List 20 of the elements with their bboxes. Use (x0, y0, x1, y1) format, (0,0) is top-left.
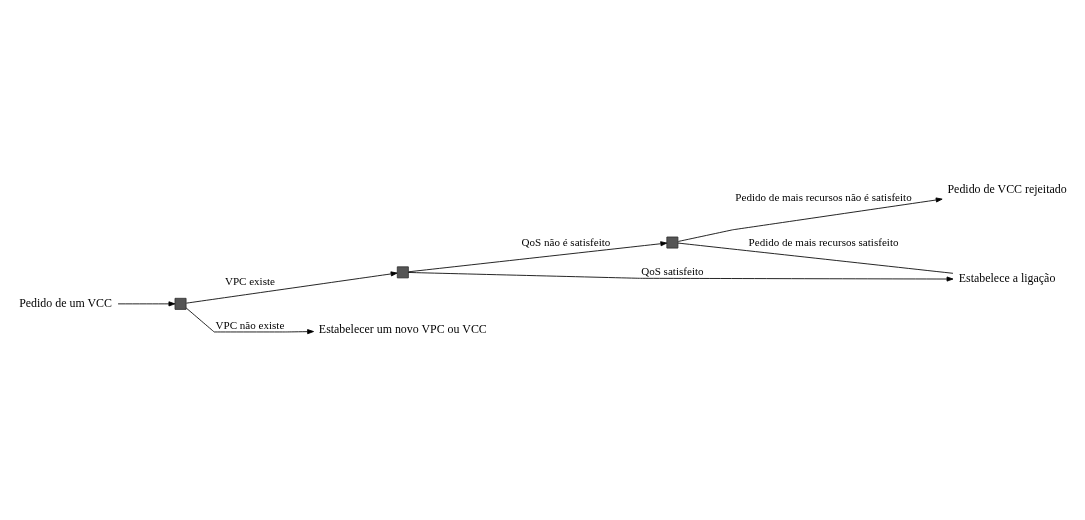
node-text: Estabelece a ligação (958, 271, 1056, 286)
arrow (117, 301, 176, 307)
edge-label: QoS não é satisfeito (521, 236, 611, 249)
edge-label: QoS satisfeito (641, 265, 704, 278)
edge-label: VPC não existe (215, 318, 285, 331)
arrow (408, 241, 668, 273)
node-box (396, 266, 409, 279)
arrow (186, 271, 398, 304)
arrow (677, 197, 943, 242)
node-box (174, 297, 187, 310)
node-text: Pedido de um VCC (19, 296, 112, 311)
edge-label: Pedido de mais recursos não é satisfeito (735, 191, 912, 204)
connector (677, 242, 954, 274)
node-box (666, 236, 679, 249)
edge-label: Pedido de mais recursos satisfeito (748, 236, 899, 249)
edge-label: VPC existe (224, 275, 275, 288)
node-text: Estabelecer um novo VPC ou VCC (318, 322, 487, 337)
arrow (185, 307, 314, 335)
node-text: Pedido de VCC rejeitado (947, 181, 1067, 196)
arrow (407, 272, 954, 282)
